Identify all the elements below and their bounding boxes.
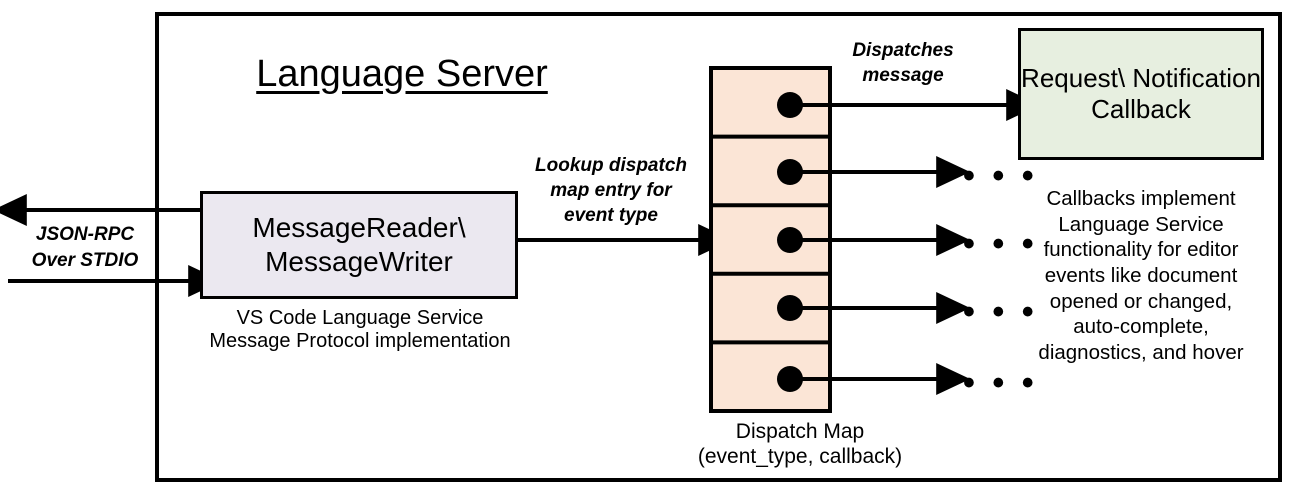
dispatches-message-arrow-label: Dispatches message xyxy=(852,40,954,87)
ellipsis-row-3: • • • xyxy=(963,225,1038,263)
jsonrpc-stdio-label: JSON-RPC Over STDIO xyxy=(31,224,139,271)
language-server-boundary-frame xyxy=(155,12,1282,482)
dispatch-map-row-5-connector xyxy=(777,363,971,395)
request-notification-callback-box[interactable]: Request\ Notification Callback xyxy=(1018,28,1264,160)
dispatch-map-row-3-connector xyxy=(777,224,971,256)
dispatch-map-row-1-connector xyxy=(777,89,1041,121)
message-reader-writer-box[interactable]: MessageReader\ MessageWriter xyxy=(200,191,518,299)
message-reader-writer-caption: VS Code Language Service Message Protoco… xyxy=(209,307,511,353)
dispatch-map-row-2-connector xyxy=(777,156,971,188)
callback-caption: Callbacks implement Language Service fun… xyxy=(1038,187,1244,364)
ellipsis-row-4: • • • xyxy=(963,293,1038,331)
dispatch-map-row-4-connector xyxy=(777,292,971,324)
page-title: Language Server xyxy=(256,53,548,95)
ellipsis-row-2: • • • xyxy=(963,157,1038,195)
ellipsis-row-5: • • • xyxy=(963,364,1038,402)
dispatch-map-table xyxy=(709,66,832,413)
dispatch-map-caption: Dispatch Map (event_type, callback) xyxy=(697,420,903,469)
lookup-dispatch-arrow-label: Lookup dispatch map entry for event type xyxy=(535,155,687,227)
